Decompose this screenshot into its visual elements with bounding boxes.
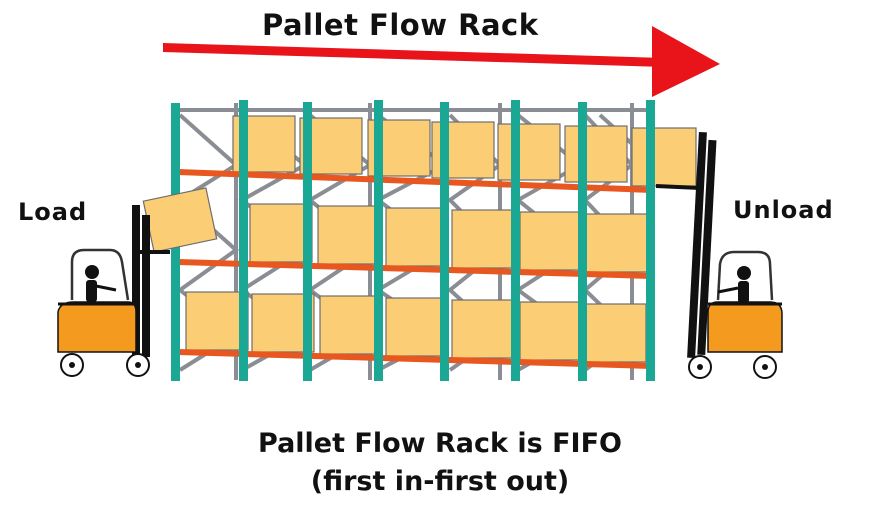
caption-line-2: (first in-first out) bbox=[310, 466, 570, 497]
flow-direction-arrow bbox=[163, 26, 720, 97]
loading-pallet-box bbox=[142, 187, 218, 253]
operator-icon bbox=[737, 266, 751, 280]
rack-beams bbox=[175, 169, 655, 369]
operator-icon bbox=[85, 265, 99, 279]
caption-line-1: Pallet Flow Rack is FIFO bbox=[258, 428, 622, 459]
pallet-boxes-middle bbox=[249, 203, 649, 273]
forklift-load-icon bbox=[57, 205, 170, 377]
diagram-title: Pallet Flow Rack bbox=[262, 8, 539, 42]
load-label: Load bbox=[18, 198, 88, 226]
unload-label: Unload bbox=[733, 196, 834, 224]
forklift-unload-icon bbox=[655, 131, 783, 379]
